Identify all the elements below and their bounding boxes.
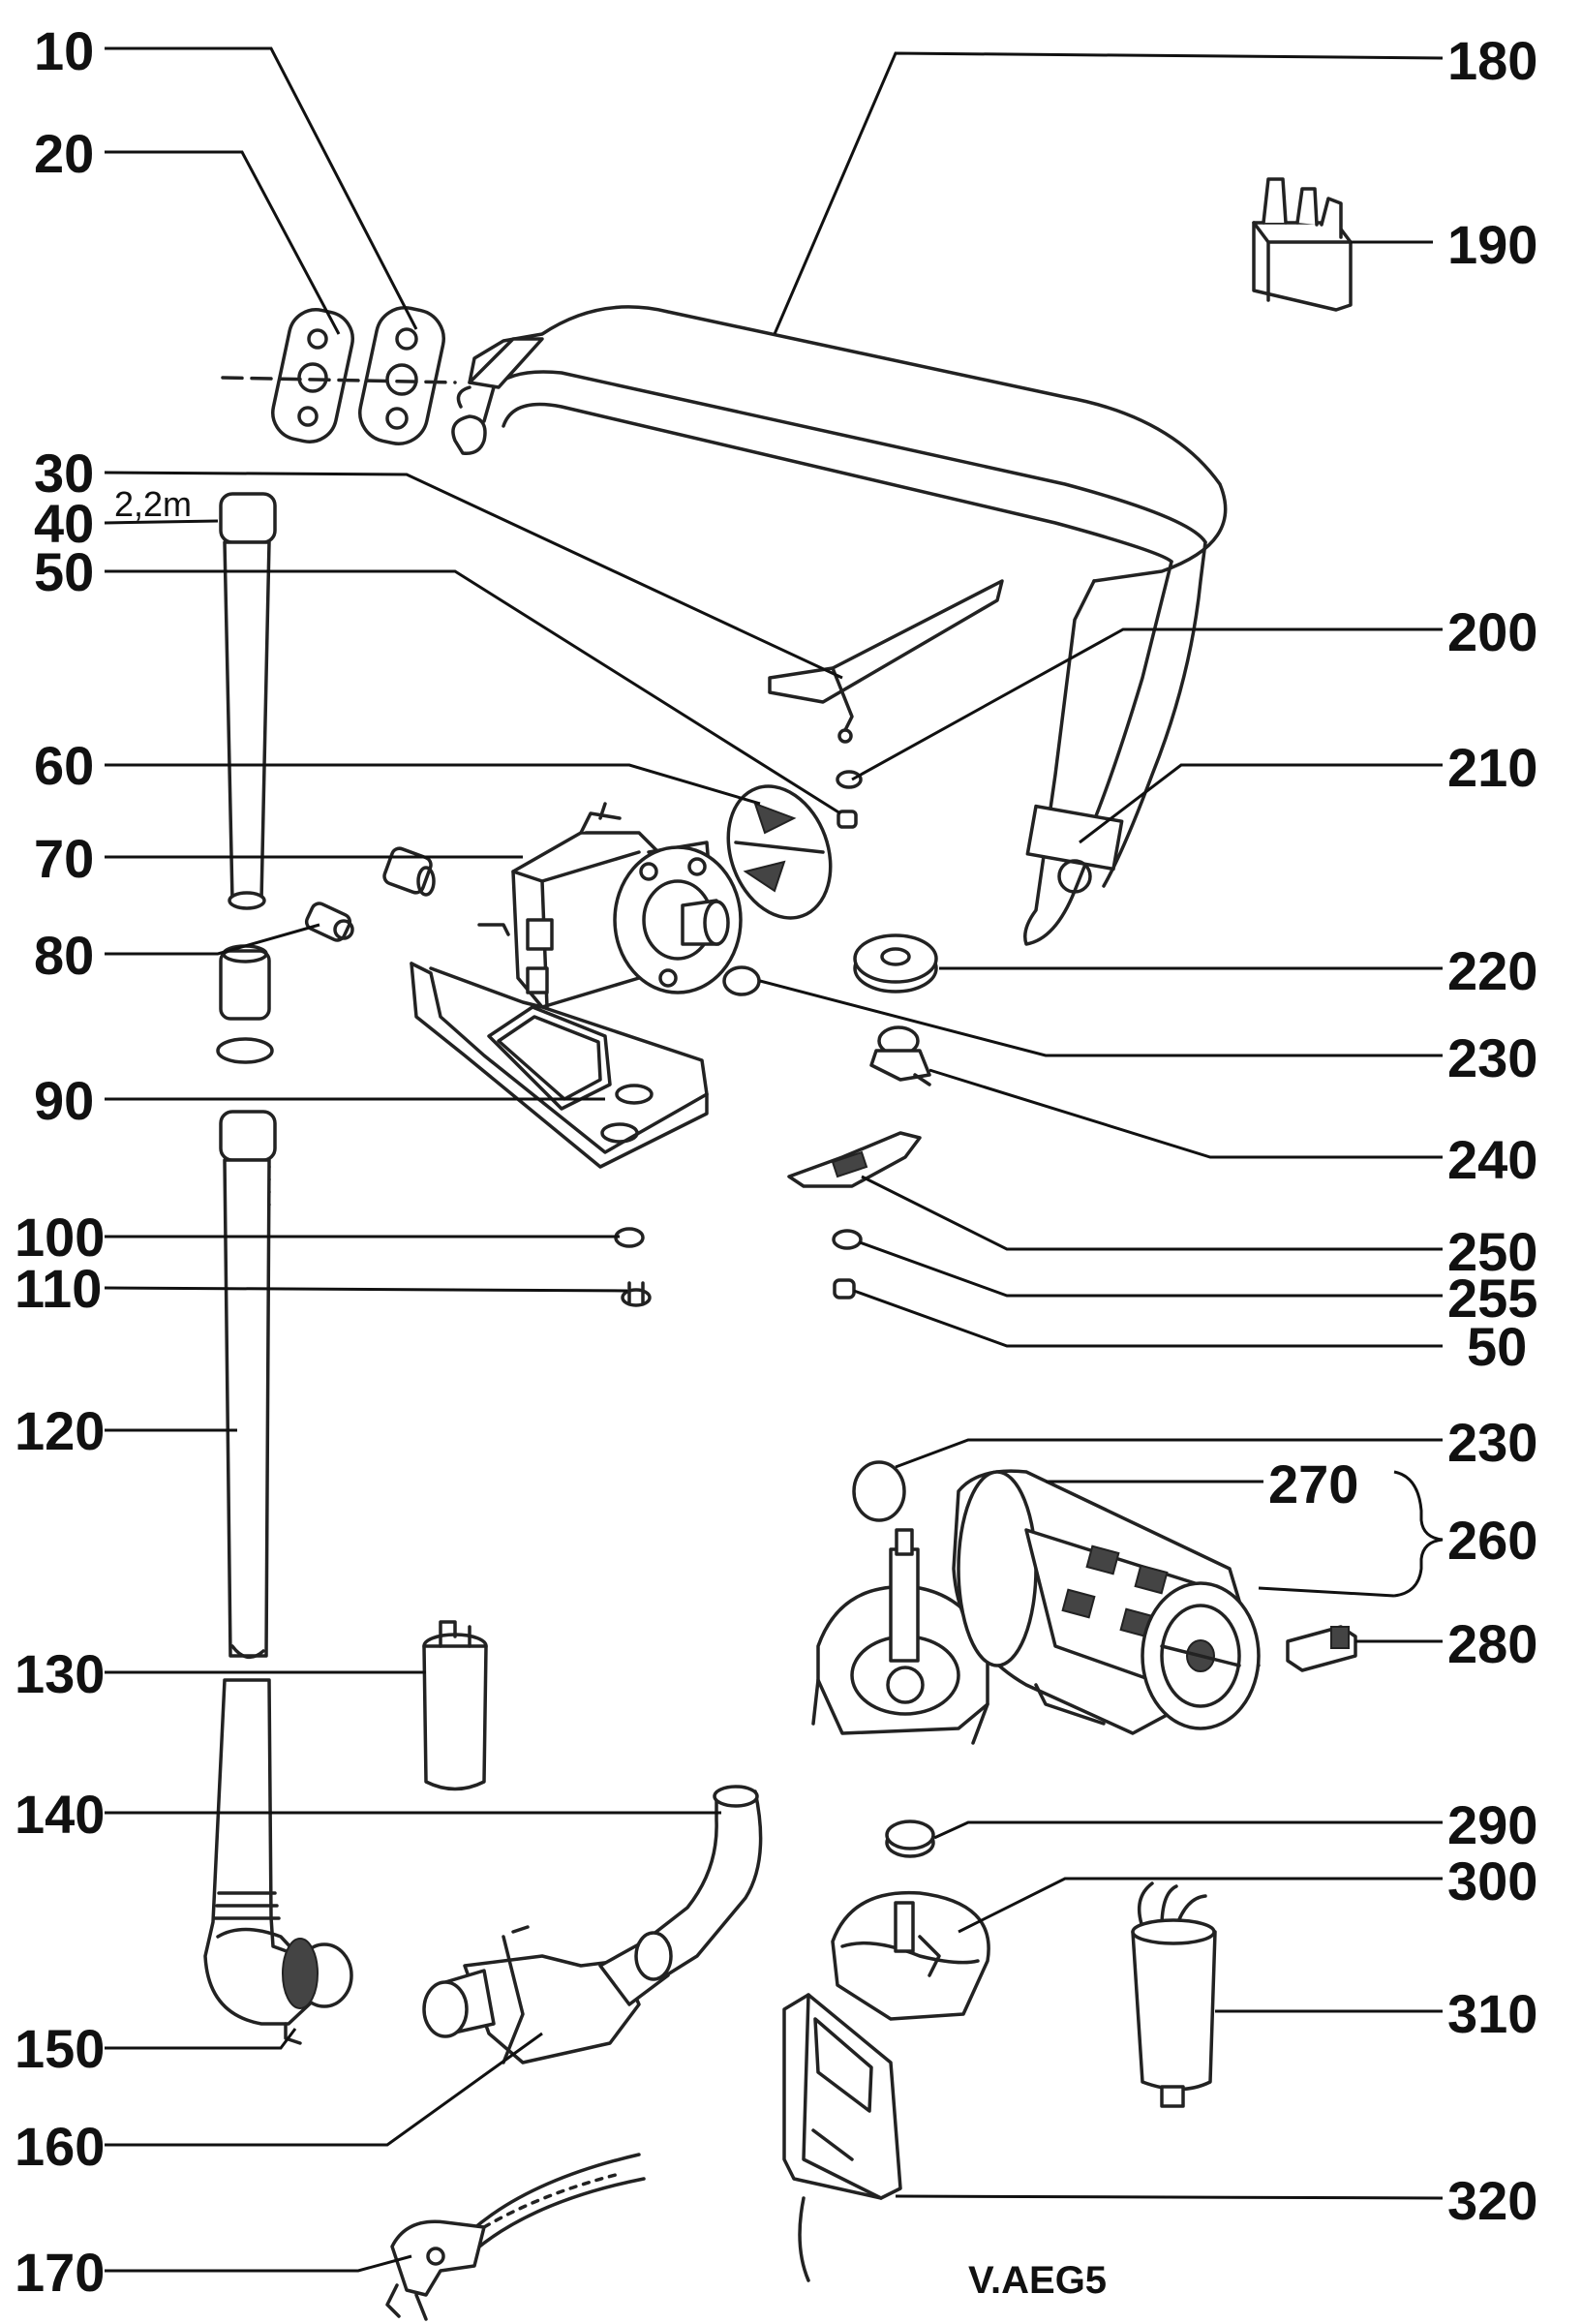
label-70: 70 — [34, 828, 94, 889]
label-190: 190 — [1447, 214, 1537, 275]
part-300-pump-cover — [831, 1890, 990, 2021]
label-130: 130 — [15, 1643, 105, 1704]
label-50: 50 — [34, 541, 94, 602]
label-90: 90 — [34, 1070, 94, 1131]
label-100: 100 — [15, 1207, 105, 1268]
part-220-grommet — [853, 933, 938, 994]
part-60-fan-wheel — [726, 784, 833, 920]
label-250: 250 — [1447, 1221, 1537, 1282]
label-300: 300 — [1447, 1850, 1537, 1911]
part-50-nut-lower — [833, 1278, 856, 1300]
part-ring-seal — [216, 1037, 274, 1064]
part-230-o-ring — [722, 965, 761, 996]
label-110: 110 — [15, 1258, 102, 1319]
label-40: 40 — [34, 493, 94, 554]
label-220: 220 — [1447, 940, 1537, 1001]
part-230-o-ring-lower — [852, 1460, 906, 1522]
part-80b-small-fitting — [304, 902, 354, 942]
label-10: 10 — [34, 20, 94, 81]
label-255: 255 — [1447, 1268, 1537, 1329]
label-150: 150 — [15, 2018, 105, 2079]
leader-lines — [104, 46, 1444, 2273]
label-260: 260 — [1447, 1510, 1537, 1571]
drawing-code: V.AEG5 — [968, 2259, 1107, 2302]
part-160-pump-housing — [422, 1925, 673, 2064]
part-180-heating-element — [451, 305, 1228, 946]
part-120-hose — [219, 1110, 277, 1660]
label-310: 310 — [1447, 1983, 1537, 2044]
part-90-mounting-plate — [410, 962, 709, 1169]
part-110-screw — [621, 1281, 652, 1307]
part-280-plug — [1286, 1625, 1357, 1672]
part-10-seal-plate — [358, 306, 445, 445]
part-270-motor — [952, 1469, 1261, 1735]
right-labels: 180 190 200 210 220 230 240 250 255 50 2… — [1268, 30, 1537, 2231]
label-170: 170 — [15, 2242, 105, 2303]
label-200: 200 — [1447, 601, 1537, 662]
label-320: 320 — [1447, 2170, 1537, 2231]
part-20-seal-plate — [271, 308, 354, 443]
part-70-pump-motor-unit — [477, 802, 743, 1009]
label-270: 270 — [1268, 1453, 1358, 1514]
label-290: 290 — [1447, 1794, 1537, 1855]
label-80: 80 — [34, 925, 94, 986]
part-70b-plug — [382, 846, 436, 897]
part-100-washer — [614, 1227, 645, 1248]
part-130-filter — [422, 1620, 488, 1791]
part-255-washer — [832, 1229, 863, 1250]
part-250-bracket — [787, 1131, 922, 1188]
label-140: 140 — [15, 1784, 105, 1845]
part-50-nut — [837, 810, 858, 829]
label-120: 120 — [15, 1400, 105, 1461]
part-190-connector-block — [1252, 177, 1353, 312]
part-320-control-box — [782, 1993, 902, 2282]
label-210: 210 — [1447, 737, 1537, 798]
label-20: 20 — [34, 123, 94, 184]
part-140-hose — [642, 1785, 763, 1982]
label-180: 180 — [1447, 30, 1537, 91]
part-290-grommet — [885, 1819, 935, 1858]
label-60: 60 — [34, 735, 94, 796]
part-80-connector — [219, 944, 271, 1021]
label-240: 240 — [1447, 1129, 1537, 1190]
left-labels: 10 20 30 40 50 60 70 80 90 100 110 120 1… — [15, 20, 192, 2303]
part-260-motor-pump-assembly — [811, 1528, 989, 1745]
part-200-washer — [836, 770, 863, 789]
label-230-lower: 230 — [1447, 1412, 1537, 1473]
part-310-capacitor — [1131, 1881, 1217, 2108]
label-50-right: 50 — [1467, 1316, 1527, 1377]
label-230: 230 — [1447, 1027, 1537, 1088]
label-160: 160 — [15, 2116, 105, 2177]
part-170-hose-valve — [385, 2153, 646, 2321]
length-note: 2,2m — [114, 484, 192, 524]
part-150-hose-elbow — [203, 1678, 353, 2045]
label-280: 280 — [1447, 1613, 1537, 1674]
label-30: 30 — [34, 443, 94, 504]
part-240-sensor — [869, 1025, 931, 1086]
part-40-hose — [219, 492, 277, 910]
